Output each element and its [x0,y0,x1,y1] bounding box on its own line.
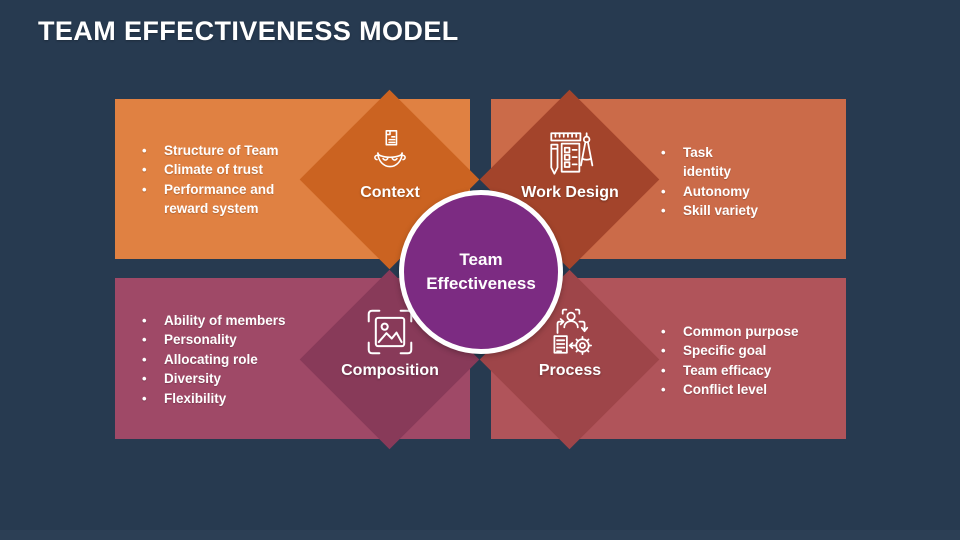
work-design-label: Work Design [521,184,619,201]
bullet-item: Common purpose [658,322,838,342]
work-design-bullet-list: Task identityAutonomySkill variety [658,143,788,221]
context-bullet-list: Structure of TeamClimate of trustPerform… [139,141,309,219]
bullet-item: Climate of trust [139,160,309,180]
bullet-item: Task identity [658,143,788,182]
page-title: TEAM EFFECTIVENESS MODEL [38,16,459,46]
bullet-item: Ability of members [139,311,334,331]
composition-bullet-list: Ability of membersPersonalityAllocating … [139,311,334,408]
image-crop-frame-icon [364,306,416,358]
bullet-item: Performance and reward system [139,180,309,219]
bullet-item: Flexibility [139,389,334,409]
process-badge: Process [490,306,650,380]
bottom-accent-bar [0,530,960,540]
composition-badge: Composition [310,306,470,380]
bullet-item: Structure of Team [139,141,309,161]
bullet-item: Conflict level [658,380,838,400]
bullet-item: Specific goal [658,341,838,361]
team-effectiveness-circle: Team Effectiveness [399,190,563,354]
center-line1: Team [459,250,503,269]
context-label: Context [360,184,420,201]
center-line2: Effectiveness [426,274,536,293]
open-mind-document-icon [364,128,416,180]
bullet-item: Personality [139,330,334,350]
work-design-badge: Work Design [490,128,650,202]
bullet-item: Autonomy [658,182,788,202]
drafting-tools-icon [544,128,596,180]
composition-label: Composition [341,362,439,379]
process-label: Process [538,362,602,379]
workflow-person-gear-icon [544,306,596,358]
bullet-item: Diversity [139,369,334,389]
process-bullet-list: Common purposeSpecific goalTeam efficacy… [658,322,838,400]
context-badge: Context [310,128,470,202]
bullet-item: Skill variety [658,201,788,221]
bullet-item: Allocating role [139,350,334,370]
bullet-item: Team efficacy [658,361,838,381]
